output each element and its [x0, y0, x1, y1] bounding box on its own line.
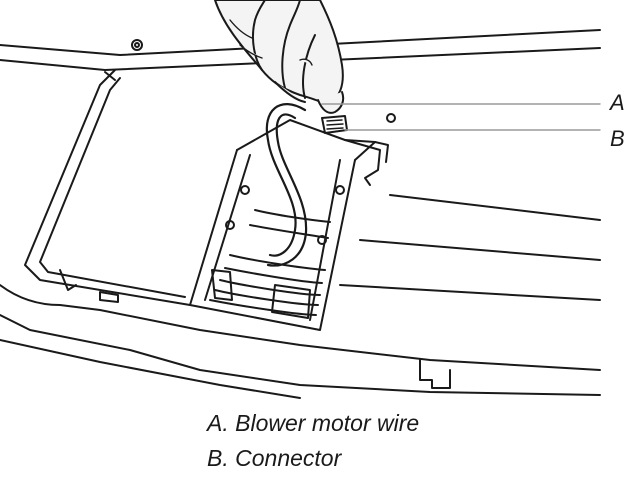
hand	[215, 0, 343, 113]
callout-a-label: A	[610, 92, 625, 114]
panel-lines	[340, 195, 600, 300]
legend-item-a: A. Blower motor wire	[207, 412, 419, 435]
blower-motor-illustration	[0, 0, 632, 400]
legend-item-b: B. Connector	[207, 447, 341, 470]
tray-frame	[25, 40, 190, 305]
leader-lines	[322, 104, 600, 130]
blower-motor-wire	[267, 104, 306, 265]
callout-b-label: B	[610, 128, 625, 150]
connector	[322, 116, 347, 133]
blower-bracket	[190, 114, 395, 330]
